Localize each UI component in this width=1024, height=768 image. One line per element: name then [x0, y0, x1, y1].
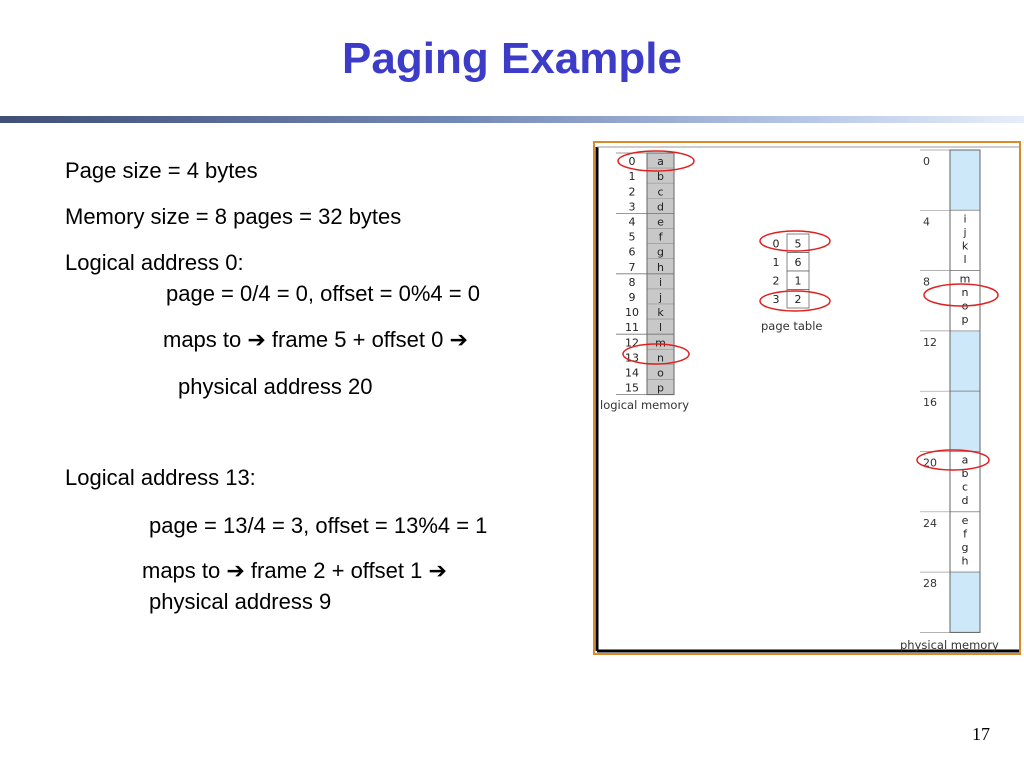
text-maps-to-frame-5: maps to ➔ frame 5 + offset 0 ➔ [163, 327, 468, 352]
text-page-offset-0: page = 0/4 = 0, offset = 0%4 = 0 [166, 281, 480, 306]
text-logical-address-0: Logical address 0: [65, 250, 244, 275]
text-logical-address-13: Logical address 13: [65, 465, 256, 490]
slide-title: Paging Example [342, 34, 682, 83]
text-physical-address-9: physical address 9 [149, 589, 332, 614]
text-physical-address-20: physical address 20 [178, 374, 373, 399]
slide-page-number: 17 [972, 724, 990, 744]
text-page-offset-13: page = 13/4 = 3, offset = 13%4 = 1 [149, 513, 488, 538]
title-divider [0, 116, 1024, 123]
text-maps-to-frame-2: maps to ➔ frame 2 + offset 1 ➔ [142, 558, 447, 583]
text-page-size: Page size = 4 bytes [65, 158, 258, 183]
text-memory-size: Memory size = 8 pages = 32 bytes [65, 204, 402, 229]
paging-figure-frame [593, 141, 1021, 655]
